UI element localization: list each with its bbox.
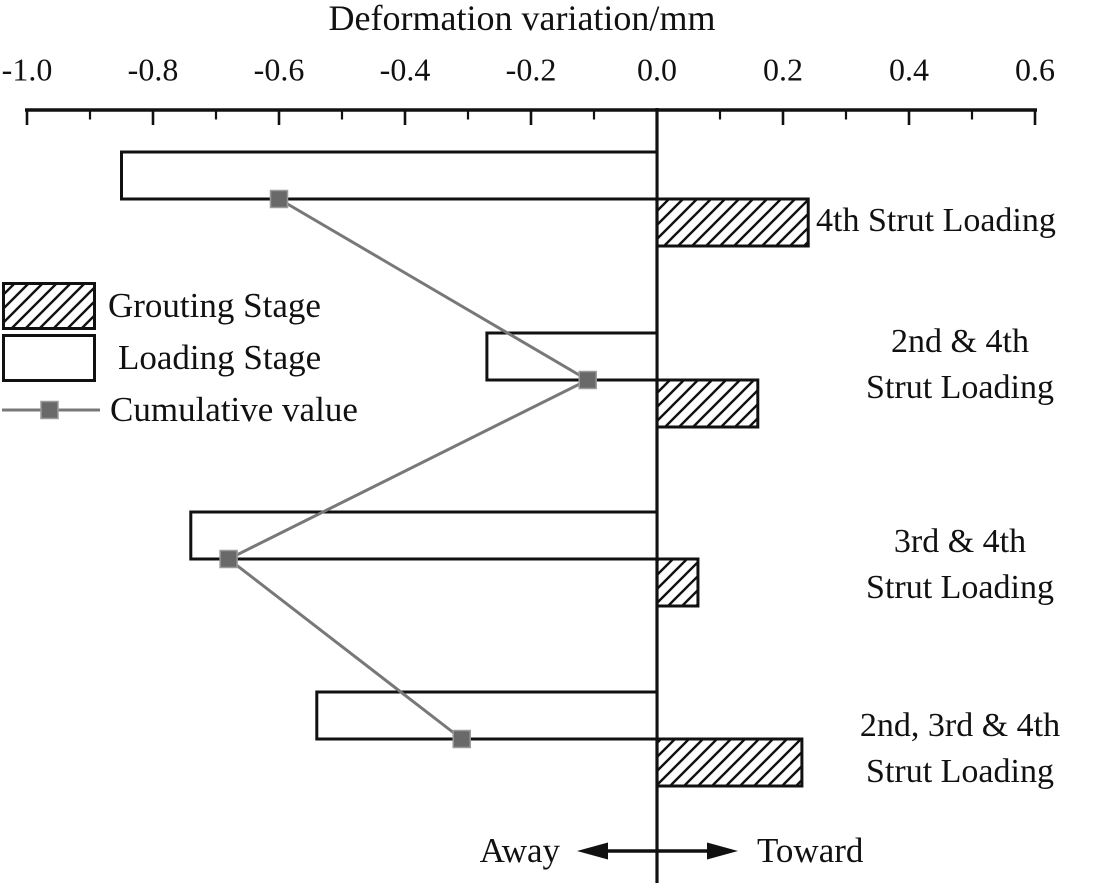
- x-tick-label: 0.6: [1015, 51, 1055, 87]
- loading-bar-2: [189, 510, 659, 561]
- arrow-left-head-icon: [577, 842, 608, 860]
- grouting-bar-1: [655, 378, 760, 429]
- x-tick-label: -0.8: [128, 51, 179, 87]
- category-label-1-line-0: 2nd & 4th: [891, 323, 1029, 360]
- loading-bar-1: [485, 331, 659, 382]
- grouting-bar-0: [655, 197, 810, 248]
- x-tick-label: -1.0: [2, 51, 53, 87]
- legend-item-grouting: Grouting Stage: [2, 281, 358, 331]
- category-label-3-line-0: 2nd, 3rd & 4th: [860, 707, 1060, 744]
- legend-label-loading: Loading Stage: [118, 338, 322, 377]
- x-tick-label: 0.0: [637, 51, 677, 87]
- loading-swatch-icon: [2, 334, 96, 382]
- x-tick-label: 0.2: [763, 51, 803, 87]
- category-label-2-line-1: Strut Loading: [866, 569, 1054, 606]
- cumulative-line: [225, 197, 591, 741]
- grouting-bar-3: [655, 737, 804, 788]
- legend-label-cumulative: Cumulative value: [110, 390, 358, 429]
- arrow-right-head-icon: [707, 842, 738, 860]
- legend-item-loading: Loading Stage: [2, 333, 358, 383]
- toward-label: Toward: [757, 831, 864, 870]
- away-label: Away: [479, 831, 560, 870]
- x-tick-label: 0.4: [889, 51, 929, 87]
- category-label-0: 4th Strut Loading: [816, 202, 1056, 239]
- cumulative-marker-0: [269, 189, 289, 209]
- grouting-swatch-icon: [2, 282, 96, 330]
- category-label-2-line-0: 3rd & 4th: [894, 523, 1026, 560]
- x-tick-label: -0.6: [254, 51, 305, 87]
- loading-bar-3: [315, 690, 659, 741]
- cumulative-marker-2: [219, 549, 238, 569]
- cumulative-swatch-icon: [2, 400, 100, 420]
- loading-bar-0: [120, 150, 659, 201]
- grouting-bar-2: [655, 557, 700, 608]
- x-tick-label: -0.2: [506, 51, 557, 87]
- legend: Grouting Stage Loading Stage Cumulative …: [2, 281, 358, 435]
- x-tick-label: -0.4: [380, 51, 431, 87]
- legend-item-cumulative: Cumulative value: [2, 385, 358, 435]
- legend-label-grouting: Grouting Stage: [108, 286, 321, 325]
- category-label-3-line-1: Strut Loading: [866, 753, 1054, 790]
- cumulative-marker-3: [452, 729, 471, 749]
- axis-title: Deformation variation/mm: [328, 0, 716, 38]
- cumulative-marker-1: [578, 370, 597, 390]
- category-label-1-line-1: Strut Loading: [866, 369, 1054, 406]
